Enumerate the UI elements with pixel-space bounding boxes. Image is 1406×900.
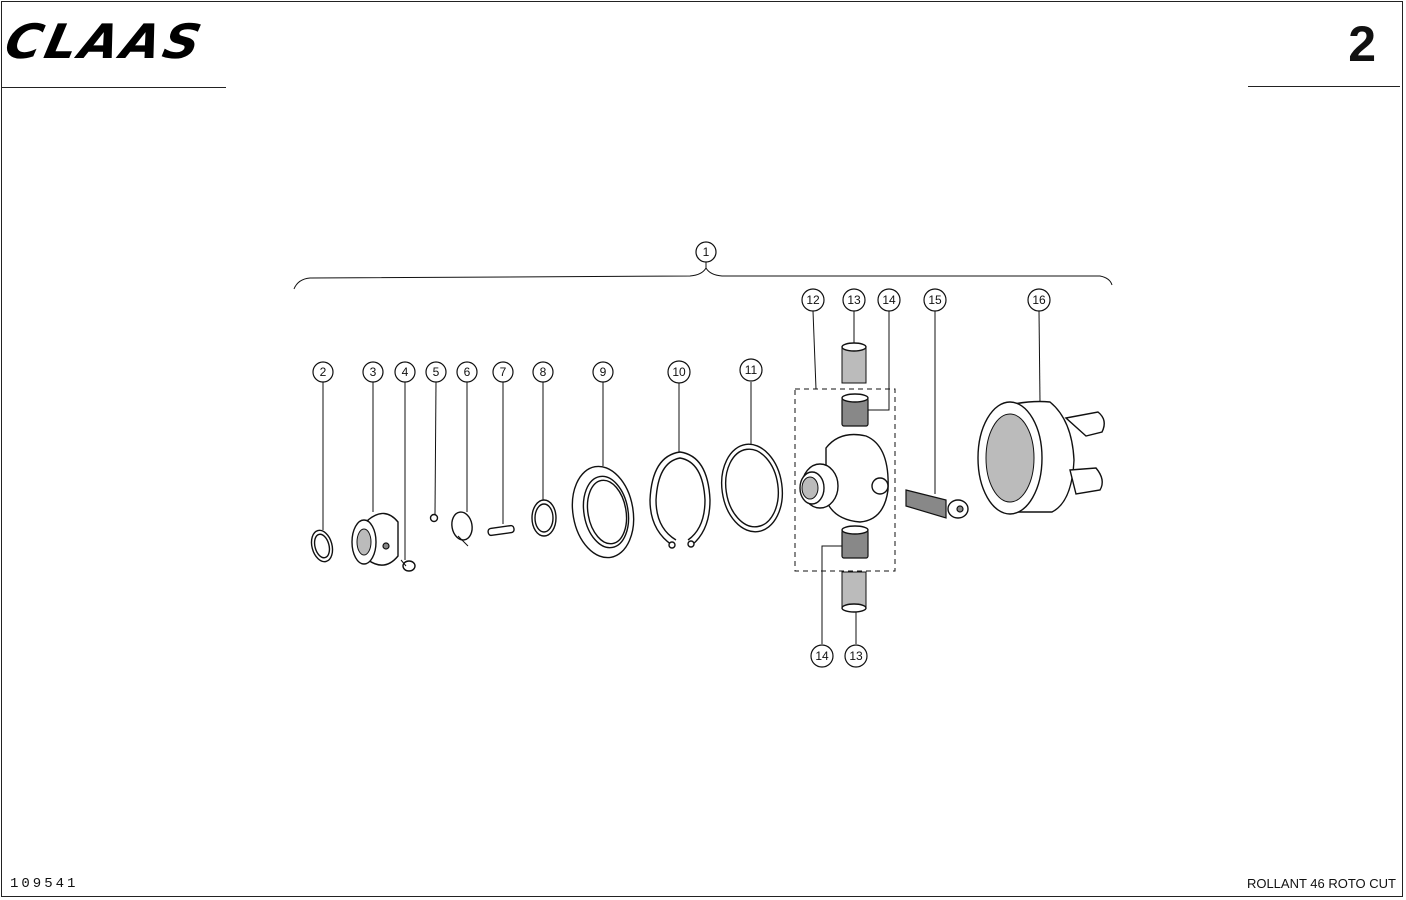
page-number-divider bbox=[1248, 86, 1400, 87]
svg-text:12: 12 bbox=[806, 293, 820, 307]
callout-7: 7 bbox=[492, 361, 514, 383]
svg-text:9: 9 bbox=[600, 365, 607, 379]
callout-11: 11 bbox=[739, 358, 763, 382]
callout-12: 12 bbox=[801, 288, 825, 312]
svg-text:3: 3 bbox=[370, 365, 377, 379]
part-needle-bearing-top bbox=[841, 342, 867, 384]
part-o-ring bbox=[531, 499, 557, 537]
part-bushing-top bbox=[841, 393, 869, 427]
svg-text:15: 15 bbox=[928, 293, 942, 307]
callout-3: 3 bbox=[362, 361, 384, 383]
svg-text:7: 7 bbox=[500, 365, 507, 379]
part-collar bbox=[351, 512, 399, 566]
svg-text:8: 8 bbox=[540, 365, 547, 379]
assembly-bracket bbox=[293, 266, 1113, 290]
svg-text:2: 2 bbox=[320, 365, 327, 379]
svg-text:16: 16 bbox=[1032, 293, 1046, 307]
callout-13-top: 13 bbox=[842, 288, 866, 312]
callout-4: 4 bbox=[394, 361, 416, 383]
part-snap-ring-small bbox=[310, 529, 334, 563]
callout-2: 2 bbox=[312, 361, 334, 383]
part-cross-hub bbox=[799, 433, 889, 523]
page-number: 2 bbox=[1348, 16, 1376, 72]
callout-16: 16 bbox=[1027, 288, 1051, 312]
callout-14-top: 14 bbox=[877, 288, 901, 312]
svg-text:1: 1 bbox=[703, 245, 710, 259]
svg-text:4: 4 bbox=[402, 365, 409, 379]
svg-text:13: 13 bbox=[847, 293, 861, 307]
part-thrust-washer bbox=[720, 443, 784, 533]
callout-8: 8 bbox=[532, 361, 554, 383]
part-threaded-bolt bbox=[905, 489, 969, 519]
callout-10: 10 bbox=[667, 360, 691, 384]
part-bushing-bottom bbox=[841, 525, 869, 559]
callout-1: 1 bbox=[695, 241, 717, 263]
brand-divider bbox=[1, 87, 226, 88]
part-yoke-housing bbox=[977, 400, 1105, 515]
callout-6: 6 bbox=[456, 361, 478, 383]
part-spring-ring bbox=[451, 511, 473, 547]
callout-9: 9 bbox=[592, 361, 614, 383]
callout-13-bottom: 13 bbox=[844, 644, 868, 668]
svg-text:10: 10 bbox=[672, 365, 686, 379]
part-ball bbox=[429, 513, 439, 523]
part-seal bbox=[571, 465, 635, 559]
svg-text:11: 11 bbox=[745, 363, 758, 377]
cross-hub-group-box bbox=[794, 388, 896, 572]
part-screw bbox=[400, 559, 416, 572]
part-pin bbox=[487, 524, 515, 537]
drawing-id: 109541 bbox=[10, 876, 79, 892]
svg-text:14: 14 bbox=[815, 649, 829, 663]
callout-5: 5 bbox=[425, 361, 447, 383]
svg-text:13: 13 bbox=[849, 649, 863, 663]
callout-15: 15 bbox=[923, 288, 947, 312]
svg-text:14: 14 bbox=[882, 293, 896, 307]
part-needle-bearing-bottom bbox=[841, 571, 867, 613]
part-circlip bbox=[649, 451, 711, 549]
model-label: ROLLANT 46 ROTO CUT bbox=[1246, 876, 1396, 891]
callout-14-bottom: 14 bbox=[810, 644, 834, 668]
svg-text:5: 5 bbox=[433, 365, 440, 379]
svg-text:6: 6 bbox=[464, 365, 471, 379]
